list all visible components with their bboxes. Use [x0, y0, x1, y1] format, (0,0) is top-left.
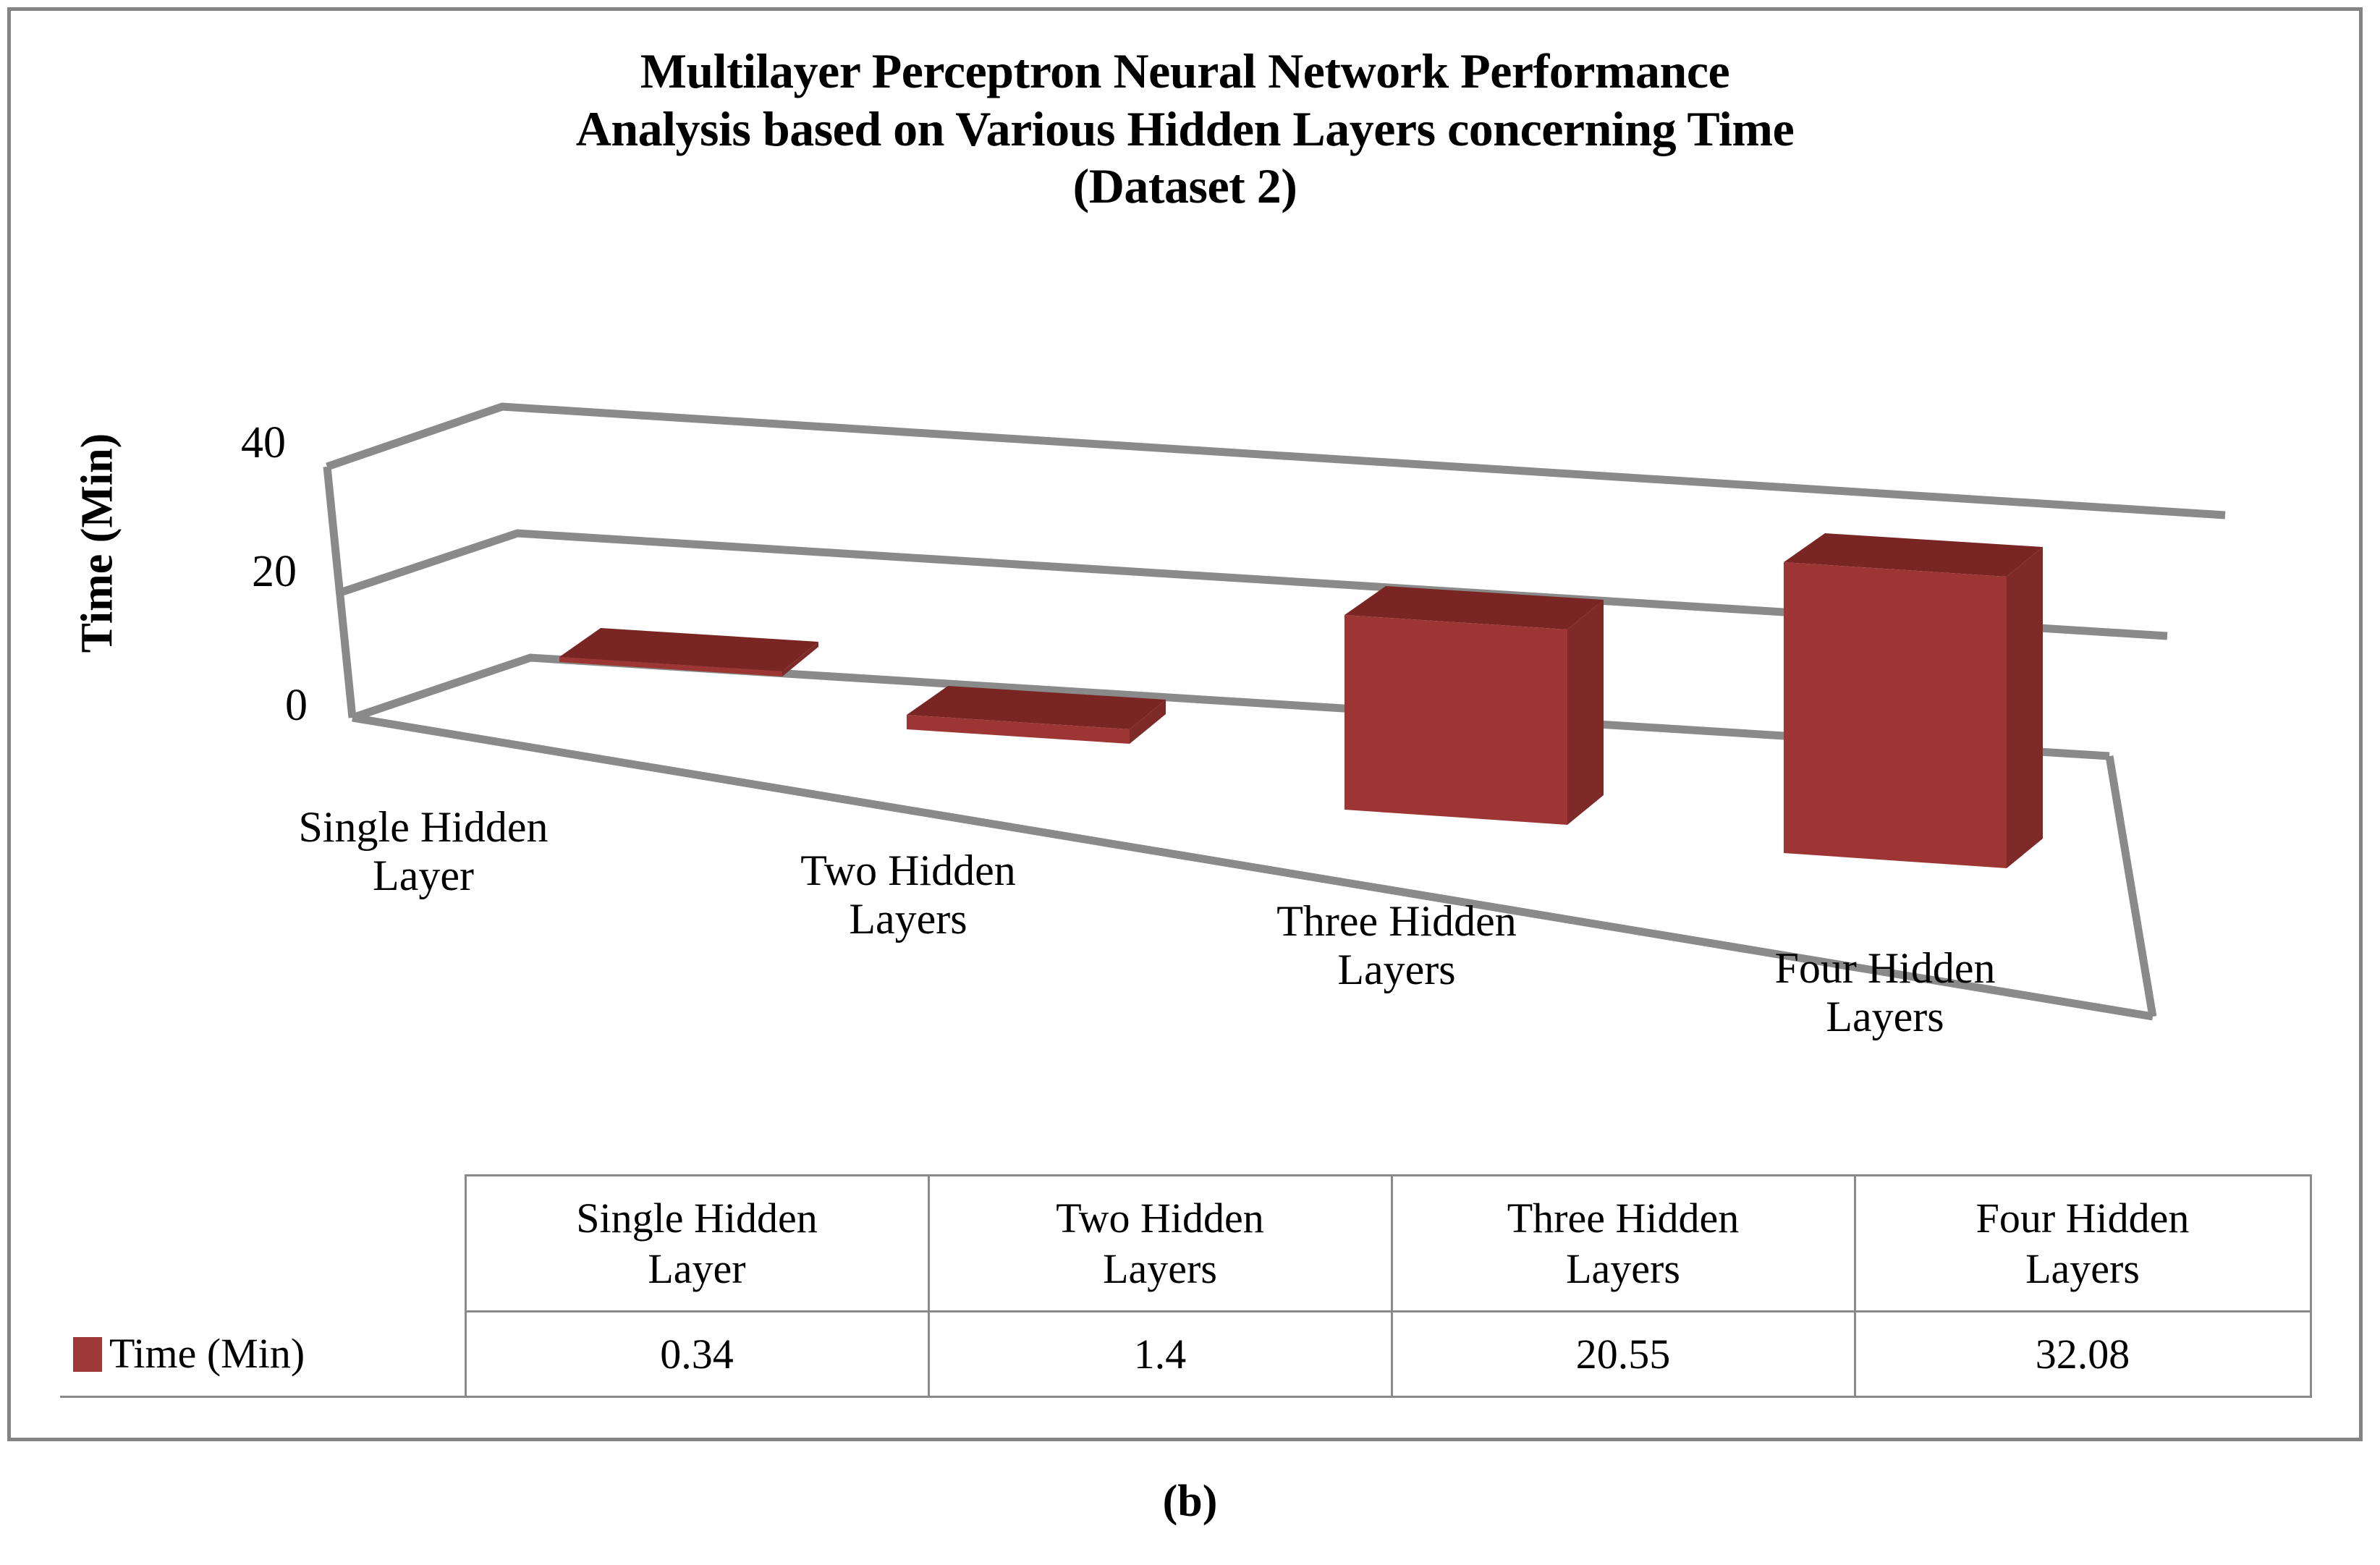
legend-swatch-icon: [73, 1336, 102, 1372]
table-cell-three-hidden-layers: 20.55: [1390, 1310, 1856, 1398]
bar-1-side: [1130, 700, 1166, 744]
figure-frame: Multilayer Perceptron Neural Network Per…: [7, 7, 2363, 1441]
plot-area-3d: [11, 286, 2359, 1096]
data-table: Single Hidden Layer Two Hidden Layers Th…: [60, 1174, 2312, 1398]
table-header-line-1: Three Hidden: [1507, 1194, 1740, 1242]
table-header-corner: [60, 1176, 465, 1312]
gridline-20: [339, 529, 2168, 640]
table-header-four-hidden-layers: Four Hidden Layers: [1853, 1174, 2312, 1312]
bar-2-top: [1344, 586, 1604, 629]
category-label-single-hidden-layer: Single Hidden Layer: [221, 803, 626, 900]
category-label-four-hidden-layers: Four Hidden Layers: [1704, 944, 2066, 1041]
bar-0-side: [782, 642, 818, 677]
bar-0-top: [559, 628, 818, 671]
table-cell-four-hidden-layers: 32.08: [1853, 1310, 2312, 1398]
figure-caption: (b): [1162, 1477, 1218, 1526]
table-header-row: Single Hidden Layer Two Hidden Layers Th…: [60, 1174, 2312, 1312]
table-row-legend: Time (Min): [60, 1311, 467, 1398]
table-header-line-1: Four Hidden: [1975, 1194, 2190, 1242]
table-cell-two-hidden-layers: 1.4: [927, 1310, 1393, 1398]
table-row: Time (Min) 0.34 1.4 20.55 32.08: [60, 1310, 2312, 1398]
table-header-line-2: Layers: [2025, 1244, 2140, 1292]
y-tick-label-20: 20: [252, 547, 297, 596]
category-label-line-1: Three Hidden: [1276, 897, 1517, 945]
bar-2-front: [1344, 615, 1567, 825]
chart-title: Multilayer Perceptron Neural Network Per…: [11, 43, 2359, 216]
bar-four-hidden-layers[interactable]: [1784, 533, 2043, 868]
category-label-line-2: Layers: [1337, 946, 1456, 994]
bar-0-front: [559, 657, 782, 677]
table-header-line-2: Layers: [1566, 1244, 1680, 1292]
bar-3-side: [2007, 547, 2043, 868]
table-header-three-hidden-layers: Three Hidden Layers: [1390, 1174, 1856, 1312]
floor-front-edge: [352, 713, 2154, 1021]
y-tick-label-0: 0: [285, 681, 308, 730]
table-header-line-1: Two Hidden: [1056, 1194, 1264, 1242]
y-tick-label-40: 40: [241, 418, 286, 467]
table-header-line-2: Layers: [1103, 1244, 1217, 1292]
category-label-line-2: Layers: [1826, 993, 1944, 1041]
table-header-line-1: Single Hidden: [576, 1194, 818, 1242]
floor-right-edge: [2105, 755, 2157, 1017]
chart-title-line-3: (Dataset 2): [1072, 158, 1297, 214]
category-label-line-1: Four Hidden: [1774, 944, 1996, 992]
table-row-label: Time (Min): [109, 1329, 305, 1377]
chart-title-line-2: Analysis based on Various Hidden Layers …: [575, 101, 1795, 156]
bar-2-side: [1567, 600, 1604, 825]
bar-1-top: [907, 686, 1166, 729]
bar-3-front: [1784, 562, 2007, 868]
category-label-three-hidden-layers: Three Hidden Layers: [1208, 897, 1585, 994]
bar-3-top: [1784, 533, 2043, 577]
category-label-line-1: Two Hidden: [800, 847, 1016, 894]
table-cell-single-hidden-layer: 0.34: [464, 1310, 930, 1398]
bar-three-hidden-layers[interactable]: [1344, 586, 1604, 825]
category-label-two-hidden-layers: Two Hidden Layers: [734, 847, 1082, 943]
category-label-line-1: Single Hidden: [298, 803, 549, 851]
table-header-single-hidden-layer: Single Hidden Layer: [464, 1174, 930, 1312]
table-header-two-hidden-layers: Two Hidden Layers: [927, 1174, 1393, 1312]
gridline-40: [326, 402, 2226, 519]
bar-1-front: [907, 715, 1130, 744]
bar-two-hidden-layers[interactable]: [907, 686, 1166, 744]
wall-left-vertical-edge: [323, 466, 357, 718]
category-label-line-2: Layers: [849, 895, 967, 943]
bar-single-hidden-layer[interactable]: [559, 628, 818, 677]
table-header-line-2: Layer: [648, 1244, 746, 1292]
chart-title-line-1: Multilayer Perceptron Neural Network Per…: [640, 43, 1730, 98]
category-label-line-2: Layer: [373, 852, 474, 900]
